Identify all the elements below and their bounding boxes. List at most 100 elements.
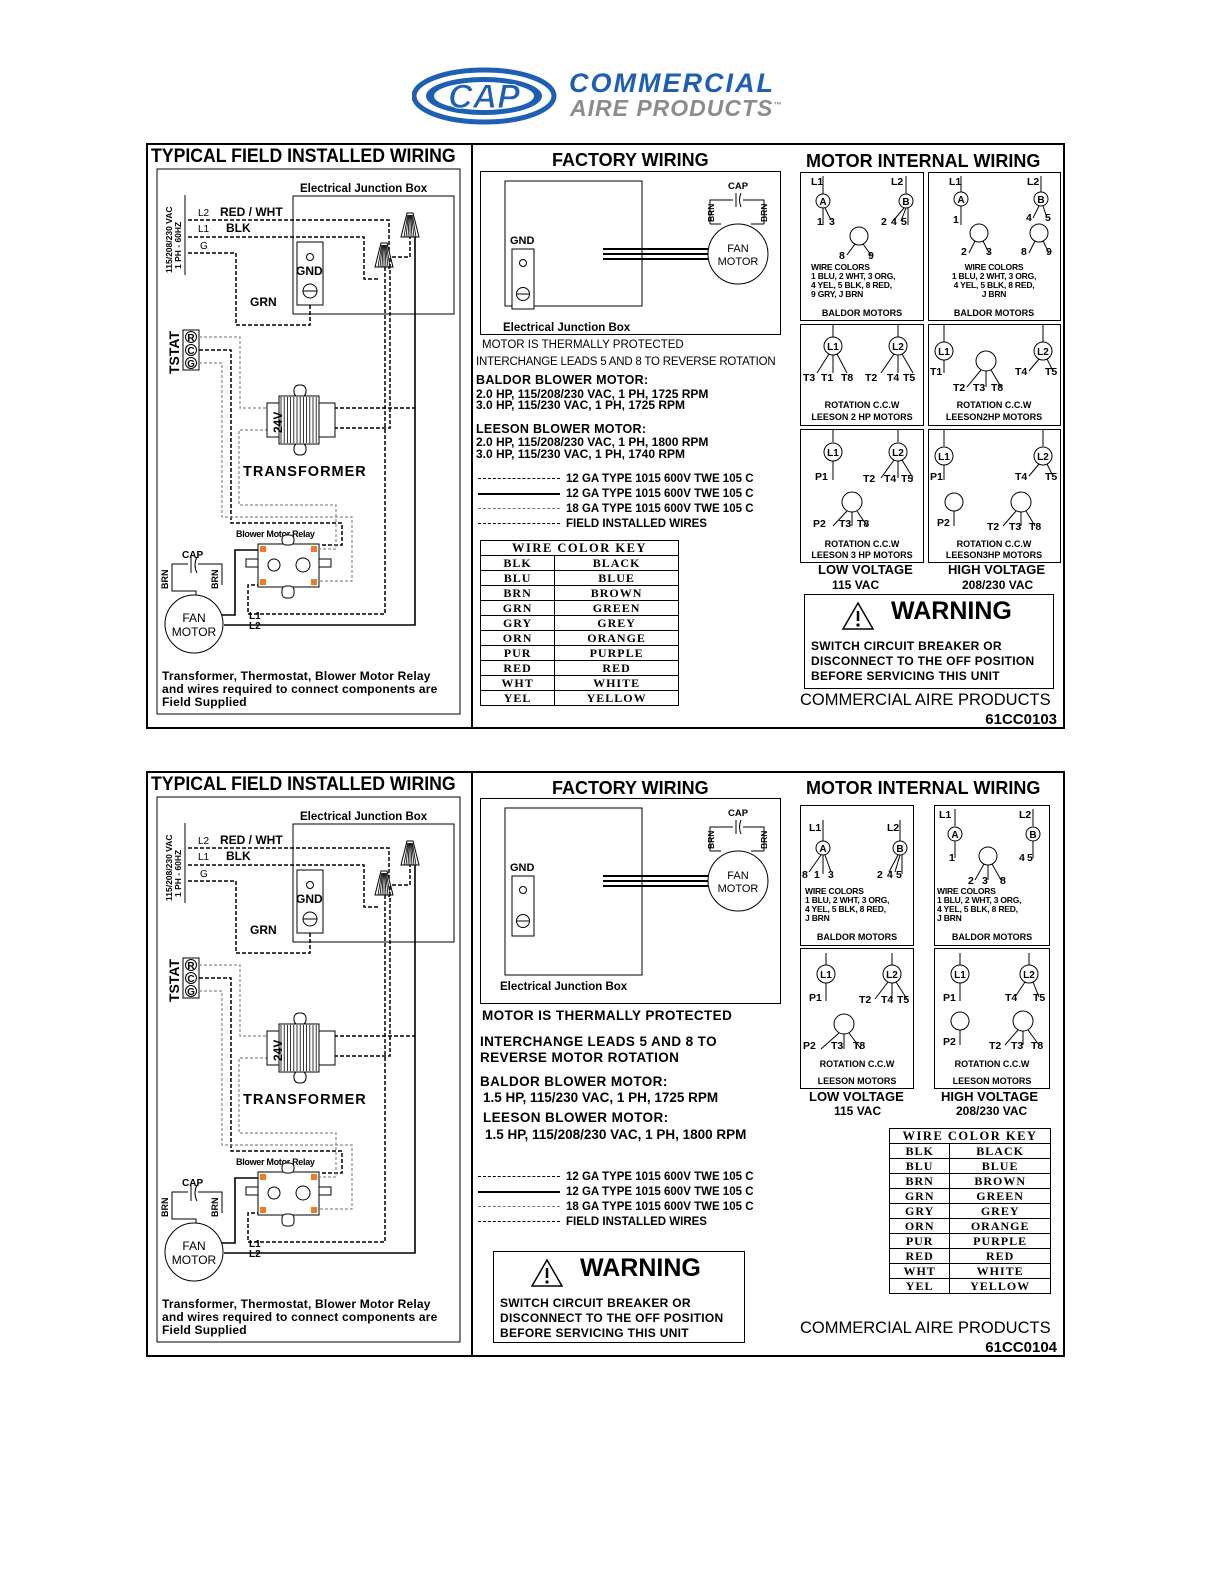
lead-label: T8 <box>857 518 869 530</box>
field-supplied-note: Transformer, Thermostat, Blower Motor Re… <box>162 1297 431 1311</box>
motor-caption: LEESON3HP MOTORS <box>946 550 1042 560</box>
l1-wire <box>188 864 380 908</box>
lead-label: 8 <box>1021 246 1027 258</box>
winding-terminal-icon <box>944 492 964 512</box>
transformer-icon <box>266 384 336 456</box>
lead-wire <box>856 510 868 527</box>
lead-wire <box>1042 205 1048 219</box>
relay-label: Blower Motor Relay <box>236 1157 315 1167</box>
field-wiring-diagram: Electrical Junction Box 115/208/230 VAC … <box>156 796 461 1343</box>
factory-cap-leads <box>709 826 765 852</box>
legend-text: 18 GA TYPE 1015 600V TWE 105 C <box>566 503 754 515</box>
transformer-secondary-wire <box>238 1057 337 1178</box>
field-supplied-note: Field Supplied <box>162 695 247 709</box>
wire-colors-text: WIRE COLORS <box>811 262 870 272</box>
lead-label: T5 <box>897 994 909 1006</box>
junction-box-label: Electrical Junction Box <box>300 183 428 195</box>
legend-text: 12 GA TYPE 1015 600V TWE 105 C <box>566 1186 754 1198</box>
relay-l2-label: L2 <box>249 1249 261 1260</box>
l2-color: RED / WHT <box>220 833 283 847</box>
color-name: GREEN <box>949 1188 1051 1204</box>
color-abbr: BLU <box>479 570 556 586</box>
gnd-label: GND <box>296 264 323 278</box>
ground-wire <box>188 880 311 954</box>
terminal-label: A <box>819 197 826 208</box>
wire-nut-icon <box>400 840 420 866</box>
wiring-panel-61cc0103: TYPICAL FIELD INSTALLED WIRING Electrica… <box>146 143 1065 729</box>
color-name: ORANGE <box>554 630 679 646</box>
motor-caption: BALDOR MOTORS <box>817 932 897 942</box>
color-name: WHITE <box>949 1263 1051 1279</box>
terminal-label: L1 <box>954 970 966 981</box>
transformer-primary-wire <box>334 885 391 1057</box>
motor-caption: LEESON MOTORS <box>818 1076 897 1086</box>
lead-label: P1 <box>815 471 828 483</box>
terminal-label: B <box>1037 195 1044 206</box>
relay-l1-label: L1 <box>249 611 261 622</box>
legend-text: 12 GA TYPE 1015 600V TWE 105 C <box>566 1171 754 1183</box>
lead-wire <box>846 243 856 256</box>
lead-label: L2 <box>891 176 903 188</box>
lead-label: 5 <box>901 216 907 228</box>
fan-motor-icon <box>164 594 224 654</box>
winding-terminal-icon <box>849 226 869 246</box>
fan-motor-relay-wire <box>222 549 258 616</box>
legend-line-solid <box>478 1190 560 1193</box>
lead-label: P2 <box>943 1036 956 1048</box>
thermostat-terminal-label: R <box>187 961 195 972</box>
junction-box-label: Electrical Junction Box <box>300 811 428 823</box>
brn-label: BRN <box>759 831 769 849</box>
lead-wire <box>968 240 976 254</box>
lead-wire <box>1014 981 1026 998</box>
lead-wire <box>1028 240 1036 254</box>
blower-motor-relay-icon <box>245 1162 332 1227</box>
factory-diagram-svg: GND FAN MOTOR CAP BRN BRN Electrical Jun… <box>503 180 769 334</box>
lead-wire <box>1002 510 1017 527</box>
logo-tm: ™ <box>773 100 783 110</box>
note-interchange: REVERSE MOTOR ROTATION <box>480 1050 680 1065</box>
lead-label: T8 <box>1029 521 1041 533</box>
color-abbr: RED <box>479 660 556 676</box>
lead-wire <box>808 854 822 873</box>
field-wiring-frame <box>156 168 461 715</box>
winding-terminal-icon <box>1012 1010 1034 1032</box>
wire-colors-text: WIRE COLORS <box>937 886 996 896</box>
lead-wire <box>1028 358 1040 372</box>
color-abbr: BRN <box>888 1173 951 1189</box>
warning-line: BEFORE SERVICING THIS UNIT <box>500 1326 689 1340</box>
section-divider <box>471 773 473 1355</box>
lead-label: T8 <box>841 372 853 384</box>
color-name: GREY <box>949 1203 1051 1219</box>
fan-motor-relay-wire <box>222 1177 258 1244</box>
lead-wire <box>1027 1029 1040 1046</box>
lead-wire <box>824 854 832 873</box>
leeson-title: LEESON BLOWER MOTOR: <box>476 422 647 436</box>
lead-label: 5 <box>896 869 902 881</box>
ground-screw-icon <box>516 914 530 928</box>
color-abbr: RED <box>888 1248 951 1264</box>
wire-colors-text: J BRN <box>937 913 962 923</box>
factory-junction-box <box>504 180 643 307</box>
wire-colors-text: WIRE COLORS <box>805 886 864 896</box>
lead-label: L1 <box>949 176 961 188</box>
color-abbr: ORN <box>888 1218 951 1234</box>
motor-caption: BALDOR MOTORS <box>822 308 902 318</box>
lead-label: 9 <box>1046 246 1052 258</box>
terminal-label: L1 <box>938 347 950 358</box>
lead-label: T3 <box>1009 521 1021 533</box>
color-name: RED <box>949 1248 1051 1264</box>
lead-wire <box>1028 463 1040 477</box>
factory-fan-motor-icon <box>707 223 769 285</box>
color-name: PURPLE <box>949 1233 1051 1249</box>
fan-motor-l2-wire <box>224 865 416 1254</box>
lead-label: P1 <box>809 992 822 1004</box>
note-interchange: INTERCHANGE LEADS 5 AND 8 TO REVERSE ROT… <box>476 356 776 368</box>
logo-ring-outer <box>412 67 557 125</box>
